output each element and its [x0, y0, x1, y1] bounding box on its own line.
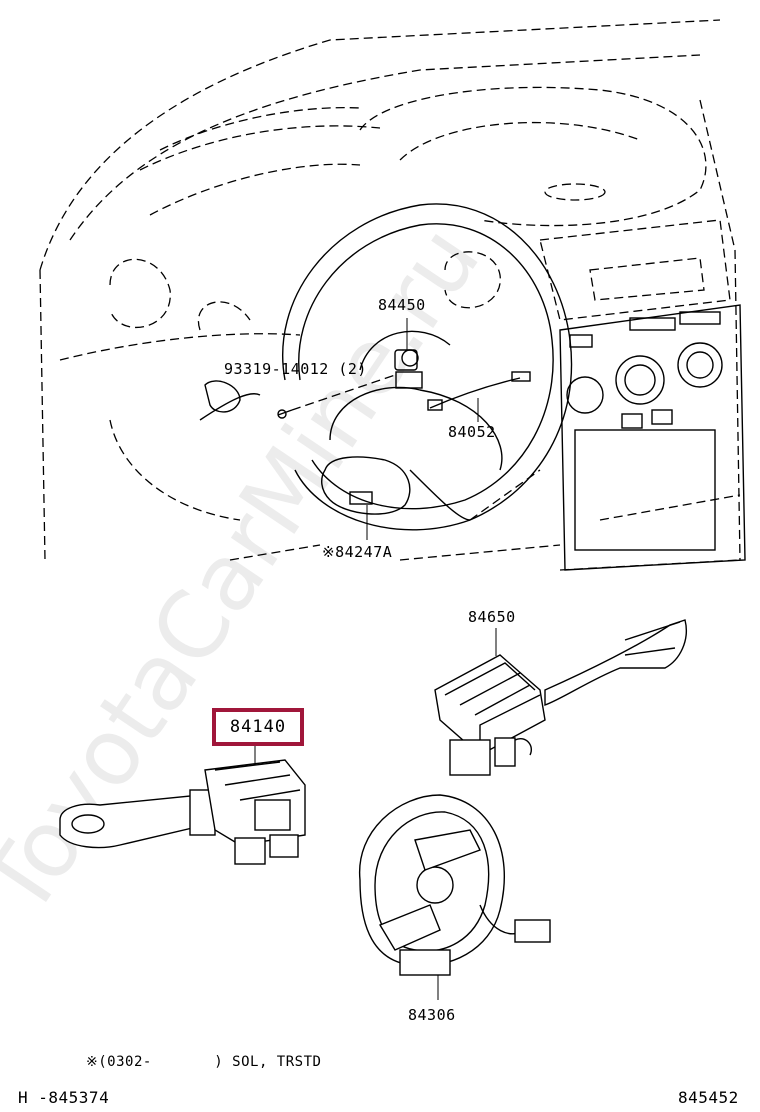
part-84306-drawing — [359, 794, 551, 1000]
label-84650: 84650 — [468, 608, 516, 626]
part-84650-drawing — [434, 619, 687, 776]
label-93319-14012: 93319-14012 (2) — [224, 360, 367, 378]
dashboard-outline — [39, 19, 741, 571]
label-84052: 84052 — [448, 423, 496, 441]
leader-lines-upper — [366, 318, 479, 540]
label-84306: 84306 — [408, 1006, 456, 1024]
label-84247a: ※84247A — [322, 543, 393, 561]
part-84140-drawing — [59, 738, 306, 865]
upper-small-parts — [277, 349, 531, 419]
label-84140: 84140 — [229, 717, 287, 737]
footnote: ※(0302- ) SOL, TRSTD — [86, 1054, 322, 1070]
label-84450: 84450 — [378, 296, 426, 314]
steering-wheel — [199, 203, 573, 531]
footer-right-code: 845452 — [678, 1088, 739, 1107]
footer-left-code: H -845374 — [18, 1088, 110, 1107]
center-console — [559, 304, 746, 571]
highlighted-part-84140[interactable]: 84140 — [212, 708, 304, 746]
